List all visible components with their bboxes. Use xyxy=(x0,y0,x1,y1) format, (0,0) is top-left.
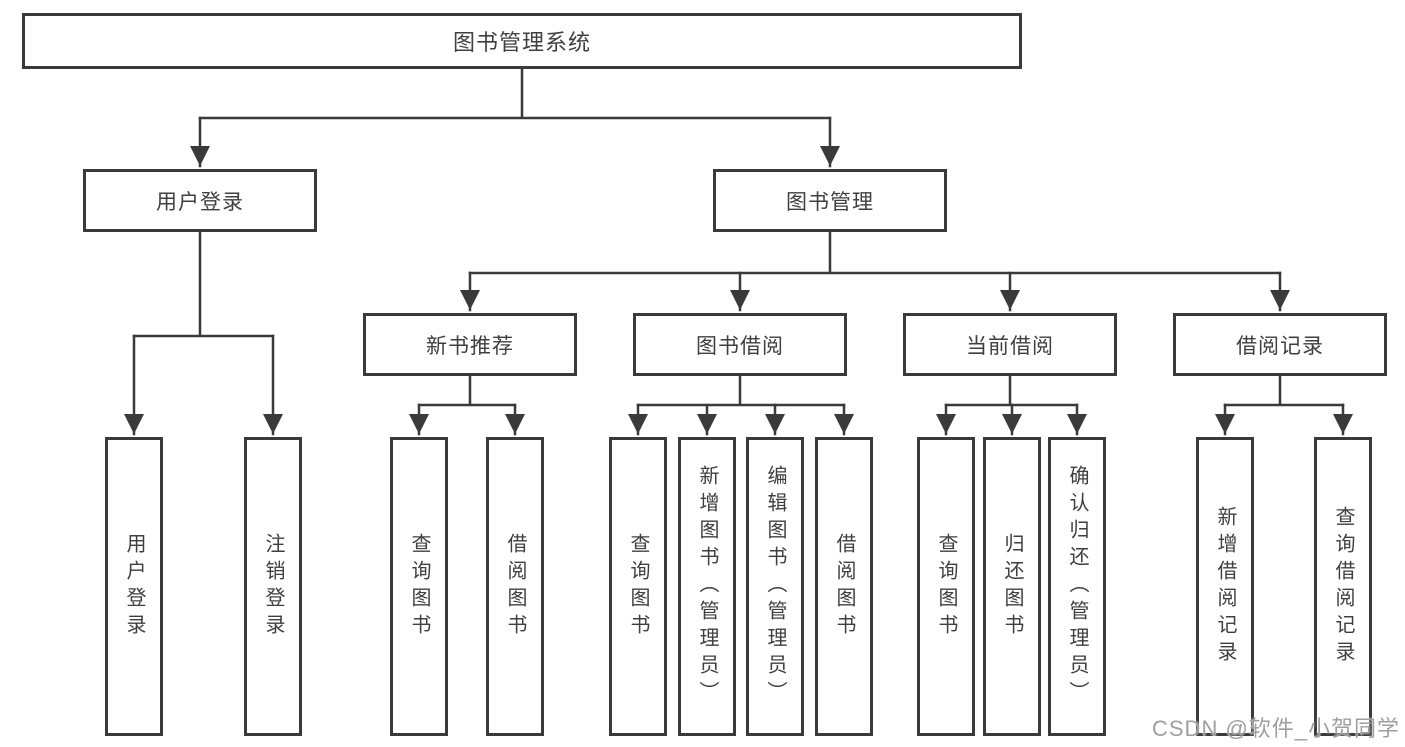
node-current-borrow: 当前借阅 xyxy=(903,313,1117,376)
leaf-query-books-borrow: 查询图书 xyxy=(609,437,667,736)
node-new-book-recommend: 新书推荐 xyxy=(363,313,577,376)
node-label: 用户登录 xyxy=(156,190,244,214)
node-user-login: 用户登录 xyxy=(83,169,317,232)
leaf-add-borrow-record: 新增借阅记录 xyxy=(1196,437,1254,736)
leaf-query-borrow-record: 查询借阅记录 xyxy=(1314,437,1372,736)
node-label: 新书推荐 xyxy=(426,334,514,358)
node-label: 查询图书 xyxy=(408,532,430,641)
leaf-user-login: 用户登录 xyxy=(105,437,163,736)
node-label: 当前借阅 xyxy=(966,334,1054,358)
node-label: 编辑图书（管理员） xyxy=(764,465,786,708)
leaf-logout: 注销登录 xyxy=(244,437,302,736)
node-label: 借阅记录 xyxy=(1236,334,1324,358)
leaf-return-books: 归还图书 xyxy=(983,437,1041,736)
node-label: 用户登录 xyxy=(123,532,145,641)
csdn-watermark: CSDN @软件_小贺同学 xyxy=(1152,716,1401,741)
node-book-borrow: 图书借阅 xyxy=(633,313,847,376)
node-label: 图书管理 xyxy=(786,190,874,214)
leaf-edit-book-admin: 编辑图书（管理员） xyxy=(746,437,804,736)
node-book-management: 图书管理 xyxy=(713,169,947,232)
leaf-query-books-current: 查询图书 xyxy=(917,437,975,736)
node-label: 图书借阅 xyxy=(696,334,784,358)
node-library-management-system: 图书管理系统 xyxy=(22,13,1022,69)
leaf-query-books-recommend: 查询图书 xyxy=(390,437,448,736)
node-label: 新增图书（管理员） xyxy=(696,465,718,708)
node-borrow-records: 借阅记录 xyxy=(1173,313,1387,376)
node-label: 查询图书 xyxy=(935,532,957,641)
node-label: 新增借阅记录 xyxy=(1214,505,1236,668)
node-label: 借阅图书 xyxy=(833,532,855,641)
node-label: 注销登录 xyxy=(262,532,284,641)
node-label: 借阅图书 xyxy=(504,532,526,641)
node-label: 图书管理系统 xyxy=(452,30,591,55)
leaf-add-book-admin: 新增图书（管理员） xyxy=(678,437,736,736)
leaf-confirm-return-admin: 确认归还（管理员） xyxy=(1048,437,1106,736)
node-label: 确认归还（管理员） xyxy=(1066,465,1088,708)
node-label: 归还图书 xyxy=(1001,532,1023,641)
node-label: 查询图书 xyxy=(627,532,649,641)
node-label: 查询借阅记录 xyxy=(1332,505,1354,668)
leaf-borrow-books-recommend: 借阅图书 xyxy=(486,437,544,736)
leaf-borrow-books: 借阅图书 xyxy=(815,437,873,736)
